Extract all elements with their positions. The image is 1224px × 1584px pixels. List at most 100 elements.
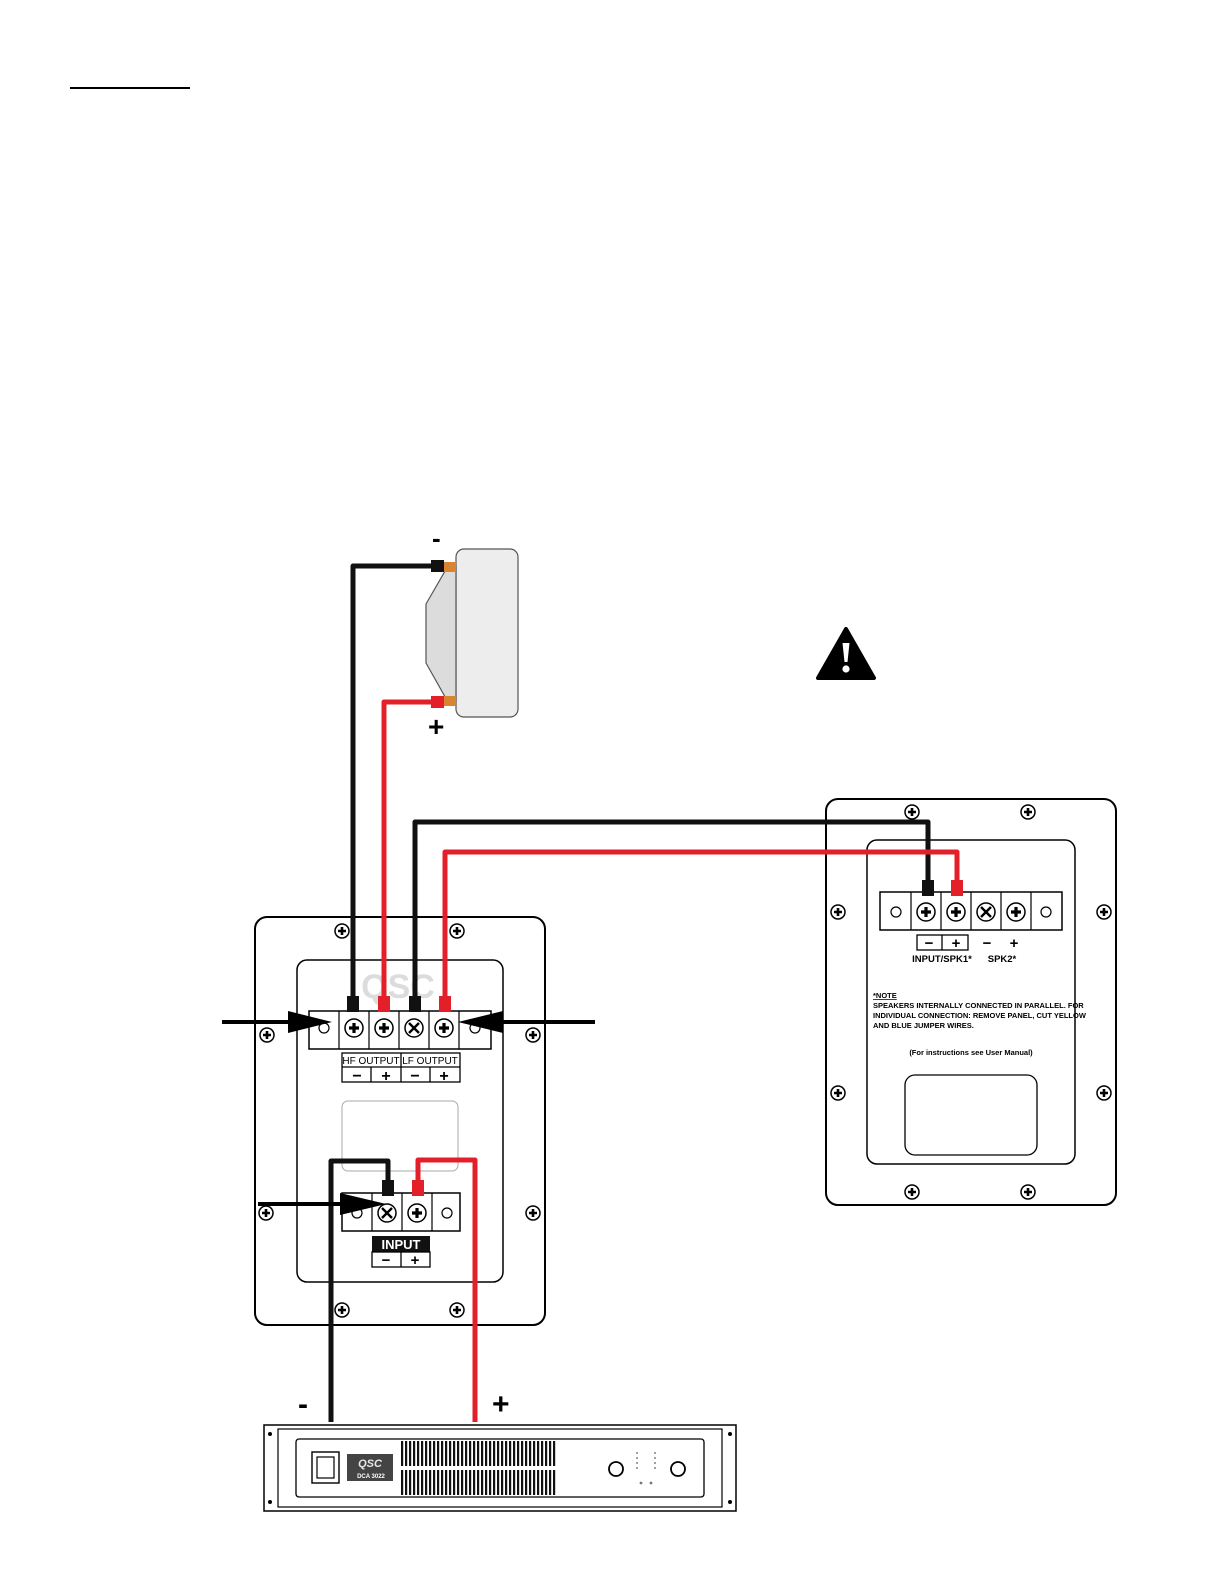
input-plus-label: + (411, 1252, 420, 1269)
vent-slot (437, 1470, 439, 1495)
plus-terminal-tab (444, 696, 456, 706)
vent-slot (489, 1441, 491, 1466)
driver-plus-label: + (428, 711, 444, 742)
vent-slot (545, 1441, 547, 1466)
screw-icon (405, 1019, 423, 1037)
vent-slot (497, 1441, 499, 1466)
vent-slot (549, 1441, 551, 1466)
vent-slot (409, 1470, 411, 1495)
vent-slot (537, 1470, 539, 1495)
vent-slot (449, 1441, 451, 1466)
vent-slot (481, 1441, 483, 1466)
vent-slot (533, 1441, 535, 1466)
vent-slot (473, 1470, 475, 1495)
vent-slot (553, 1441, 555, 1466)
vent-slot (553, 1470, 555, 1495)
hf-plus-label: + (381, 1068, 390, 1085)
screw-icon (345, 1019, 363, 1037)
vent-slot (405, 1441, 407, 1466)
minus-terminal-tab (444, 562, 456, 572)
sub-terminal-strip (880, 892, 1062, 930)
spk2-label: SPK2* (988, 954, 1017, 965)
hf-driver (426, 549, 518, 717)
screw-icon (335, 1303, 349, 1317)
vent-slot (429, 1470, 431, 1495)
lf-minus-label: − (410, 1068, 419, 1085)
screw-icon (450, 924, 464, 938)
screw-icon (947, 903, 965, 921)
vent-slot (413, 1470, 415, 1495)
screw-icon (905, 1185, 919, 1199)
screw-icon (1021, 1185, 1035, 1199)
vent-slot (457, 1441, 459, 1466)
cabinet-logo: QSC (361, 968, 435, 1006)
screw-icon (1007, 903, 1025, 921)
amp-minus-label: - (298, 1388, 308, 1421)
input-labels: INPUT − + (372, 1236, 430, 1269)
vent-slot (541, 1470, 543, 1495)
output-terminal-strip (309, 1011, 491, 1049)
vent-slot (457, 1470, 459, 1495)
screw-icon (526, 1206, 540, 1220)
vent-slot (469, 1470, 471, 1495)
vent-slot (469, 1441, 471, 1466)
vent-slot (529, 1441, 531, 1466)
vent-slot (517, 1470, 519, 1495)
vent-slot (445, 1470, 447, 1495)
screw-icon (378, 1204, 396, 1222)
screw-icon (375, 1019, 393, 1037)
amp-brand: QSC (358, 1458, 383, 1470)
spk2-minus-label: − (983, 935, 992, 952)
vent-slot (485, 1470, 487, 1495)
vent-slot (465, 1470, 467, 1495)
vent-slot (473, 1441, 475, 1466)
note-title: *NOTE (873, 991, 897, 1000)
vent-slot (433, 1441, 435, 1466)
vent-slot (525, 1470, 527, 1495)
vent-slot (401, 1441, 403, 1466)
screw-icon (905, 805, 919, 819)
note-line-3: AND BLUE JUMPER WIRES. (873, 1021, 974, 1030)
vent-slot (461, 1441, 463, 1466)
vent-slot (441, 1441, 443, 1466)
vent-slot (437, 1441, 439, 1466)
vent-slot (505, 1441, 507, 1466)
screw-icon (831, 1086, 845, 1100)
vent-slot (529, 1470, 531, 1495)
vent-slot (417, 1470, 419, 1495)
vent-slot (493, 1470, 495, 1495)
vent-slot (449, 1470, 451, 1495)
vent-slot (525, 1441, 527, 1466)
vent-slot (485, 1441, 487, 1466)
spk2-plus-label: + (1010, 935, 1019, 952)
vent-slot (405, 1470, 407, 1495)
screw-icon (1097, 905, 1111, 919)
screw-icon (831, 905, 845, 919)
vent-slot (477, 1470, 479, 1495)
vent-slot (441, 1470, 443, 1495)
vent-slot (513, 1470, 515, 1495)
vent-slot (509, 1441, 511, 1466)
vent-slot (429, 1441, 431, 1466)
spk1-minus-label: − (925, 935, 934, 952)
screw-icon (435, 1019, 453, 1037)
lf-output-label: LF OUTPUT (402, 1056, 458, 1067)
screw-icon (1097, 1086, 1111, 1100)
hf-minus-label: − (352, 1068, 361, 1085)
vent-slot (481, 1470, 483, 1495)
lf-plus-label: + (439, 1068, 448, 1085)
instructions-note: (For instructions see User Manual) (909, 1048, 1033, 1057)
amplifier: QSC DCA 3022 (264, 1425, 736, 1511)
vent-slot (505, 1470, 507, 1495)
vent-slot (453, 1441, 455, 1466)
vent-slot (521, 1441, 523, 1466)
vent-slot (477, 1441, 479, 1466)
vent-slot (425, 1441, 427, 1466)
vent-slot (537, 1441, 539, 1466)
amp-gain-knob (671, 1462, 685, 1476)
output-labels: HF OUTPUT LF OUTPUT − + − + (342, 1053, 460, 1085)
screw-icon (977, 903, 995, 921)
vent-slot (501, 1441, 503, 1466)
vent-slot (425, 1470, 427, 1495)
